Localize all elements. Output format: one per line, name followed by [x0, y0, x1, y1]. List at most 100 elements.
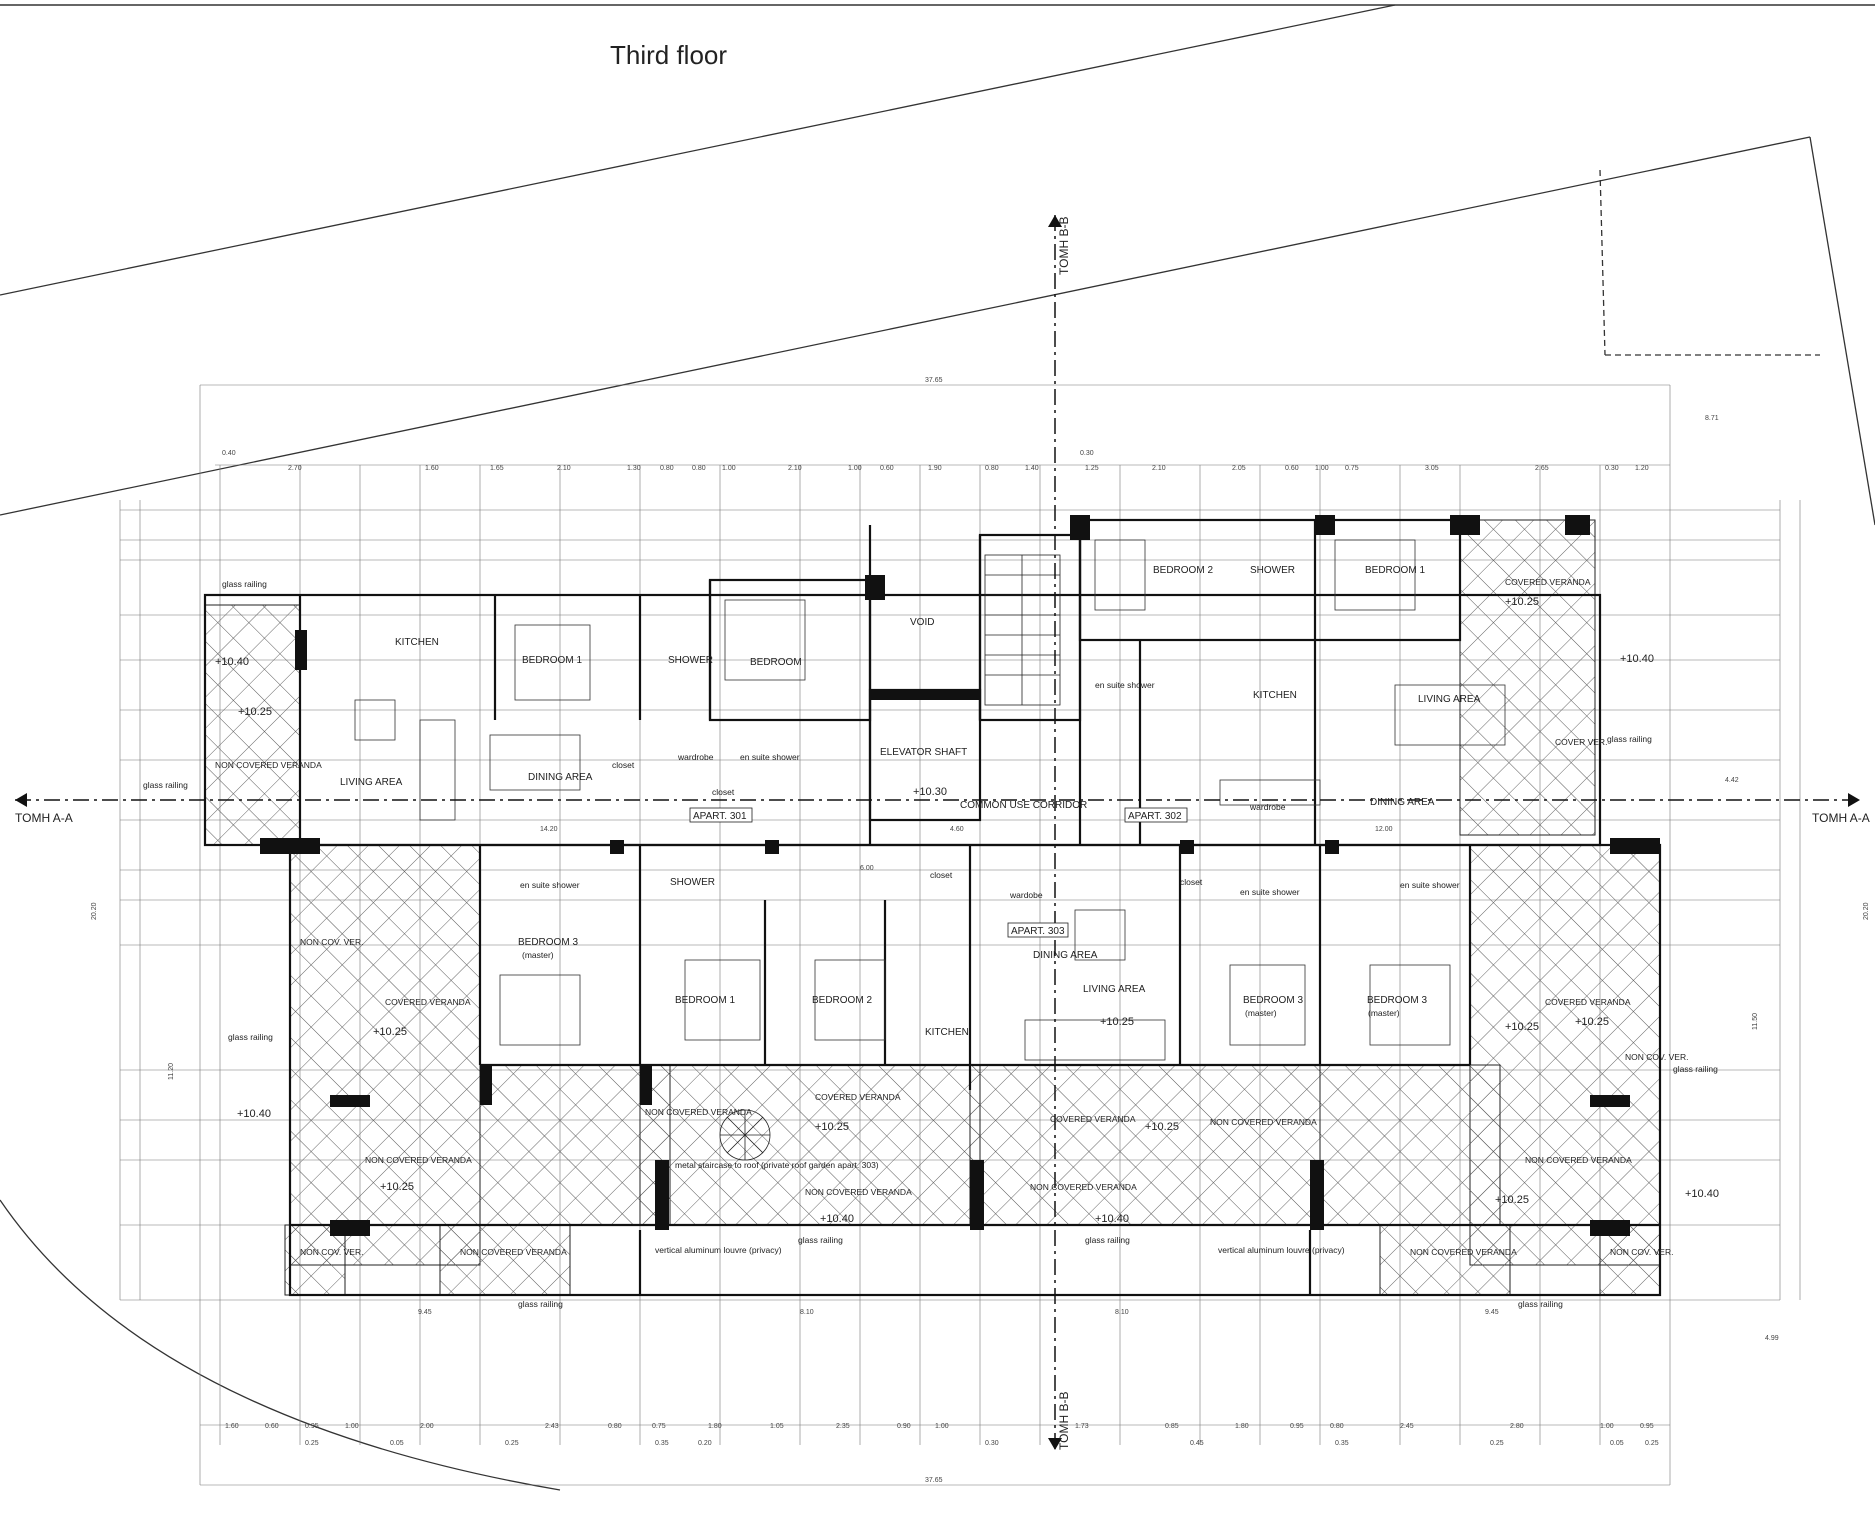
room-label: NON COVERED VERANDA — [645, 1107, 752, 1117]
svg-text:14.20: 14.20 — [540, 826, 558, 833]
svg-text:0.60: 0.60 — [265, 1423, 279, 1430]
svg-text:0.25: 0.25 — [505, 1440, 519, 1447]
svg-text:1.00: 1.00 — [848, 465, 862, 472]
svg-text:0.45: 0.45 — [1190, 1440, 1204, 1447]
railing-label: glass railing — [222, 579, 267, 589]
svg-text:12.00: 12.00 — [1375, 826, 1393, 833]
svg-text:1.00: 1.00 — [1315, 465, 1329, 472]
level-mark: +10.30 — [913, 786, 947, 798]
page-title: Third floor — [610, 40, 728, 70]
level-mark: +10.25 — [1575, 1016, 1609, 1028]
dimension-label: 37.65 — [925, 1477, 943, 1484]
svg-text:0.80: 0.80 — [985, 465, 999, 472]
svg-text:0.30: 0.30 — [1080, 450, 1094, 457]
room-label: COVERED VERANDA — [815, 1092, 901, 1102]
railing-label: glass railing — [1085, 1235, 1130, 1245]
svg-text:0.75: 0.75 — [1345, 465, 1359, 472]
room-label: NON COVERED VERANDA — [1030, 1182, 1137, 1192]
room-label: LIVING AREA — [1083, 984, 1146, 995]
room-label: COVER VER. — [1555, 737, 1607, 747]
room-label: COVERED VERANDA — [1050, 1114, 1136, 1124]
svg-text:0.80: 0.80 — [608, 1423, 622, 1430]
room-label: NON COVERED VERANDA — [365, 1155, 472, 1165]
room-label: NON COV. VER. — [1610, 1247, 1673, 1257]
room-label: (master) — [1245, 1008, 1277, 1018]
level-mark: +10.25 — [1495, 1194, 1529, 1206]
room-label: vertical aluminum louvre (privacy) — [655, 1245, 782, 1255]
apartment-303-label: APART. 303 — [1011, 926, 1065, 937]
level-mark: +10.40 — [820, 1213, 854, 1225]
svg-text:1.80: 1.80 — [708, 1423, 722, 1430]
room-label: COVERED VERANDA — [385, 997, 471, 1007]
svg-text:0.25: 0.25 — [305, 1440, 319, 1447]
section-bb-top: TOMH B-B — [1057, 217, 1071, 275]
svg-text:8.10: 8.10 — [1115, 1309, 1129, 1316]
room-label: vertical aluminum louvre (privacy) — [1218, 1245, 1345, 1255]
svg-text:3.05: 3.05 — [1425, 465, 1439, 472]
svg-text:2.10: 2.10 — [788, 465, 802, 472]
veranda-hatching — [204, 519, 1661, 1296]
svg-text:1.60: 1.60 — [425, 465, 439, 472]
railing-label: glass railing — [1518, 1299, 1563, 1309]
svg-text:0.75: 0.75 — [652, 1423, 666, 1430]
railing-label: glass railing — [1673, 1064, 1718, 1074]
bottom-dimension-chain: 1.60 0.60 0.95 1.00 2.00 2.43 0.80 0.75 … — [225, 1423, 1654, 1430]
stairwell — [719, 554, 1061, 1161]
room-label: metal staircase to roof (private roof ga… — [675, 1160, 879, 1170]
railing-label: glass railing — [518, 1299, 563, 1309]
level-mark: +10.40 — [237, 1108, 271, 1120]
svg-text:4.99: 4.99 — [1765, 1335, 1779, 1342]
level-mark: +10.40 — [1685, 1188, 1719, 1200]
svg-text:0.25: 0.25 — [1490, 1440, 1504, 1447]
svg-text:1.00: 1.00 — [345, 1423, 359, 1430]
room-label: NON COV. VER. — [300, 937, 363, 947]
section-markers — [15, 215, 1860, 1450]
level-mark: +10.40 — [215, 656, 249, 668]
room-label: BEDROOM 2 — [812, 995, 872, 1006]
room-label: NON COVERED VERANDA — [1525, 1155, 1632, 1165]
room-label: BEDROOM 2 — [1153, 565, 1213, 576]
svg-text:20.20: 20.20 — [91, 902, 98, 920]
level-mark: +10.25 — [1505, 596, 1539, 608]
svg-text:11.20: 11.20 — [168, 1063, 175, 1080]
svg-text:9.45: 9.45 — [418, 1309, 432, 1316]
svg-text:11.50: 11.50 — [1752, 1013, 1759, 1030]
building-walls — [203, 518, 1662, 1297]
room-label: BEDROOM 3 — [1367, 995, 1427, 1006]
room-label: NON COV. VER. — [1625, 1052, 1688, 1062]
svg-text:0.25: 0.25 — [1645, 1440, 1659, 1447]
railing-label: glass railing — [228, 1032, 273, 1042]
level-mark: +10.25 — [1145, 1121, 1179, 1133]
top-dimension-chain: 2.70 1.60 1.65 2.10 1.30 0.80 0.80 1.00 … — [288, 465, 1649, 472]
svg-text:2.00: 2.00 — [420, 1423, 434, 1430]
room-label: BEDROOM 1 — [1365, 565, 1425, 576]
svg-text:0.80: 0.80 — [660, 465, 674, 472]
apartment-302-label: APART. 302 — [1128, 811, 1182, 822]
dimension-label: 37.65 — [925, 377, 943, 384]
svg-text:1.30: 1.30 — [627, 465, 641, 472]
room-label: BEDROOM 1 — [522, 655, 582, 666]
room-label: LIVING AREA — [340, 777, 403, 788]
svg-text:0.30: 0.30 — [1605, 465, 1619, 472]
room-label: COMMON USE CORRIDOR — [960, 800, 1087, 811]
room-label: closet — [930, 870, 953, 880]
room-label: en suite shower — [520, 880, 580, 890]
svg-text:8.10: 8.10 — [800, 1309, 814, 1316]
level-mark: +10.25 — [1505, 1021, 1539, 1033]
room-label: NON COVERED VERANDA — [215, 760, 322, 770]
svg-text:2.80: 2.80 — [1510, 1423, 1524, 1430]
svg-text:1.73: 1.73 — [1075, 1423, 1089, 1430]
svg-text:0.35: 0.35 — [655, 1440, 669, 1447]
room-label: KITCHEN — [395, 637, 439, 648]
svg-text:1.80: 1.80 — [1235, 1423, 1249, 1430]
level-mark: +10.25 — [238, 706, 272, 718]
level-mark: +10.25 — [373, 1026, 407, 1038]
railing-label: glass railing — [143, 780, 188, 790]
level-mark: +10.40 — [1620, 653, 1654, 665]
room-label: closet — [712, 787, 735, 797]
svg-text:0.05: 0.05 — [1610, 1440, 1624, 1447]
svg-text:0.60: 0.60 — [880, 465, 894, 472]
room-label: (master) — [1368, 1008, 1400, 1018]
svg-text:1.65: 1.65 — [490, 465, 504, 472]
structural-columns — [260, 515, 1660, 1236]
